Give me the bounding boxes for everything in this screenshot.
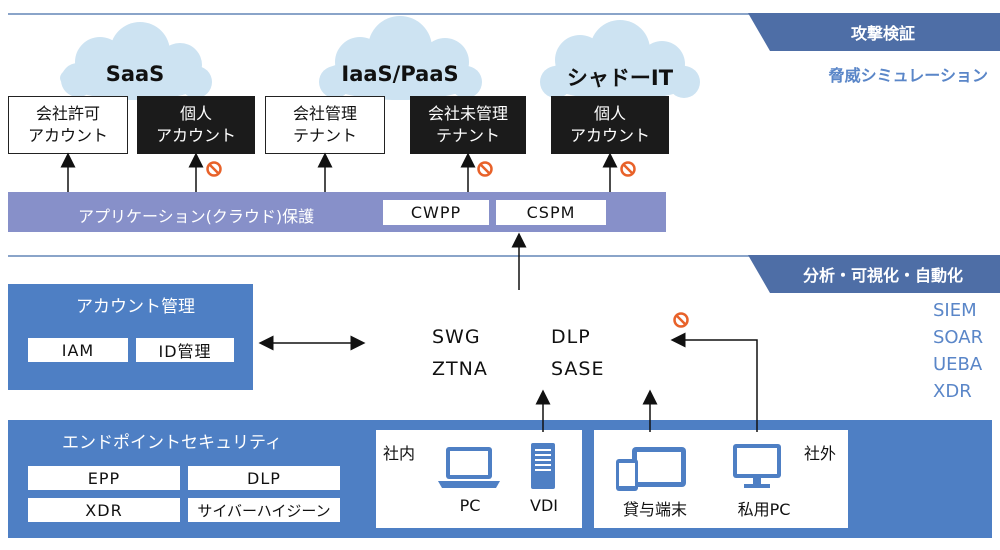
swg-label: SWG: [432, 326, 481, 348]
cwpp-box: CWPP: [383, 200, 489, 225]
block-icon-3: [620, 161, 636, 177]
xdr-endpoint-box: XDR: [28, 498, 180, 522]
saas-cloud: [60, 22, 212, 100]
dlp-network-label: DLP: [551, 326, 591, 348]
pc-label: PC: [459, 496, 481, 515]
laptop-icon: [438, 447, 500, 488]
personal-account-box-saas: 個人 アカウント: [137, 96, 255, 154]
ueba-label: UEBA: [933, 354, 983, 375]
soar-label: SOAR: [933, 327, 984, 348]
analysis-banner: 分析・可視化・自動化: [748, 255, 1000, 293]
analysis-tools-list: SIEM SOAR UEBA XDR: [933, 297, 983, 405]
epp-box: EPP: [28, 466, 180, 490]
xdr-label: XDR: [933, 381, 972, 402]
iaas-paas-title: IaaS/PaaS: [341, 62, 459, 86]
cyber-hygiene-box: サイバーハイジーン: [188, 498, 340, 522]
private-pc-label: 私用PC: [737, 500, 791, 519]
vdi-label: VDI: [530, 496, 558, 515]
middle-divider: [8, 255, 992, 257]
external-label: 社外: [804, 444, 837, 463]
block-icon-2: [477, 161, 493, 177]
iaas-paas-cloud: [319, 16, 482, 100]
dlp-endpoint-box: DLP: [188, 466, 340, 490]
id-management-box: ID管理: [136, 338, 234, 362]
attack-verification-banner: 攻撃検証: [748, 13, 1000, 51]
network-right-group: DLP SASE: [551, 321, 604, 385]
iam-box: IAM: [28, 338, 128, 362]
lent-device-label: 貸与端末: [622, 500, 687, 519]
sase-label: SASE: [551, 358, 605, 380]
top-divider: [8, 13, 992, 15]
saas-title: SaaS: [105, 62, 165, 86]
app-protection-label: アプリケーション(クラウド)保護: [78, 207, 315, 226]
shadow-it-cloud: [540, 20, 700, 100]
network-left-group: SWG ZTNA: [432, 321, 488, 385]
account-management-panel: [8, 284, 253, 390]
monitor-icon: [733, 444, 781, 488]
company-approved-account-box: 会社許可 アカウント: [8, 96, 128, 154]
siem-label: SIEM: [933, 300, 977, 321]
cspm-box: CSPM: [496, 200, 606, 225]
account-management-title: アカウント管理: [76, 297, 195, 317]
server-icon: [531, 443, 555, 489]
mobile-devices-icon: [616, 447, 686, 491]
endpoint-security-title: エンドポイントセキュリティ: [62, 433, 282, 453]
internal-label: 社内: [383, 444, 416, 463]
attack-verification-label: 攻撃検証: [850, 24, 915, 43]
arrow-private-pc-network: [670, 332, 758, 432]
threat-simulation-label: 脅威シミュレーション: [828, 66, 988, 85]
block-icon-4: [673, 312, 689, 328]
ztna-label: ZTNA: [432, 358, 488, 380]
analysis-banner-label: 分析・可視化・自動化: [802, 266, 963, 285]
shadow-it-title: シャドーIT: [566, 66, 674, 90]
company-managed-tenant-box: 会社管理 テナント: [265, 96, 385, 154]
block-icon-1: [206, 161, 222, 177]
